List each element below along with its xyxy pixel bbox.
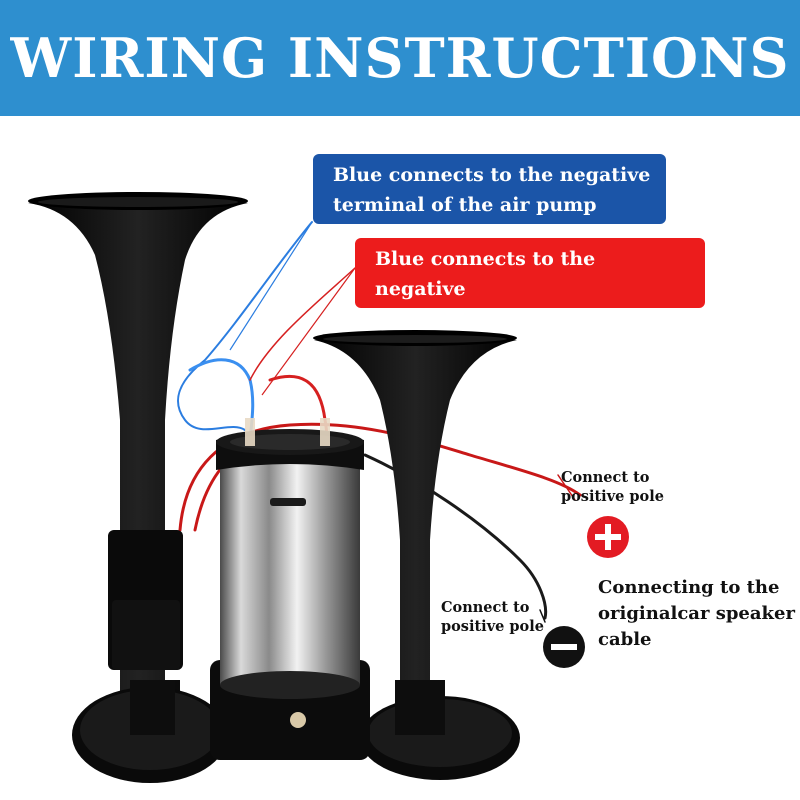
blue-wire-callout: Blue connects to the negative terminal o… bbox=[313, 154, 666, 224]
air-horn-illustration bbox=[28, 192, 582, 783]
red-wire bbox=[249, 267, 356, 381]
page-title: WIRING INSTRUCTIONS bbox=[10, 26, 790, 90]
label-line: positive pole bbox=[441, 618, 544, 635]
positive-pole-label-bottom: Connect to positive pole bbox=[441, 598, 544, 636]
minus-icon bbox=[543, 626, 585, 668]
label-line: originalcar speaker bbox=[598, 603, 795, 624]
black-wire bbox=[363, 453, 548, 620]
speaker-cable-label: Connecting to the originalcar speaker ca… bbox=[598, 575, 795, 653]
label-line: Connect to bbox=[441, 599, 530, 616]
callout-line: terminal of the air pump bbox=[375, 308, 639, 330]
right-horn bbox=[313, 330, 520, 780]
red-wire-3 bbox=[178, 422, 582, 532]
label-line: Connect to bbox=[561, 469, 650, 486]
callout-line: Blue connects to the negative bbox=[375, 248, 596, 300]
callout-line: terminal of the air pump bbox=[333, 194, 597, 216]
callout-line: Blue connects to the negative bbox=[333, 164, 651, 186]
plus-icon bbox=[587, 516, 629, 558]
left-horn bbox=[28, 192, 248, 783]
positive-pole-label-top: Connect to positive pole bbox=[561, 468, 664, 506]
label-line: positive pole bbox=[561, 488, 664, 505]
title-banner: WIRING INSTRUCTIONS bbox=[0, 0, 800, 116]
red-wire-callout: Blue connects to the negative terminal o… bbox=[355, 238, 705, 330]
label-line: Connecting to the bbox=[598, 577, 780, 598]
blue-wire bbox=[176, 221, 313, 431]
air-pump bbox=[210, 418, 370, 760]
label-line: cable bbox=[598, 629, 652, 650]
